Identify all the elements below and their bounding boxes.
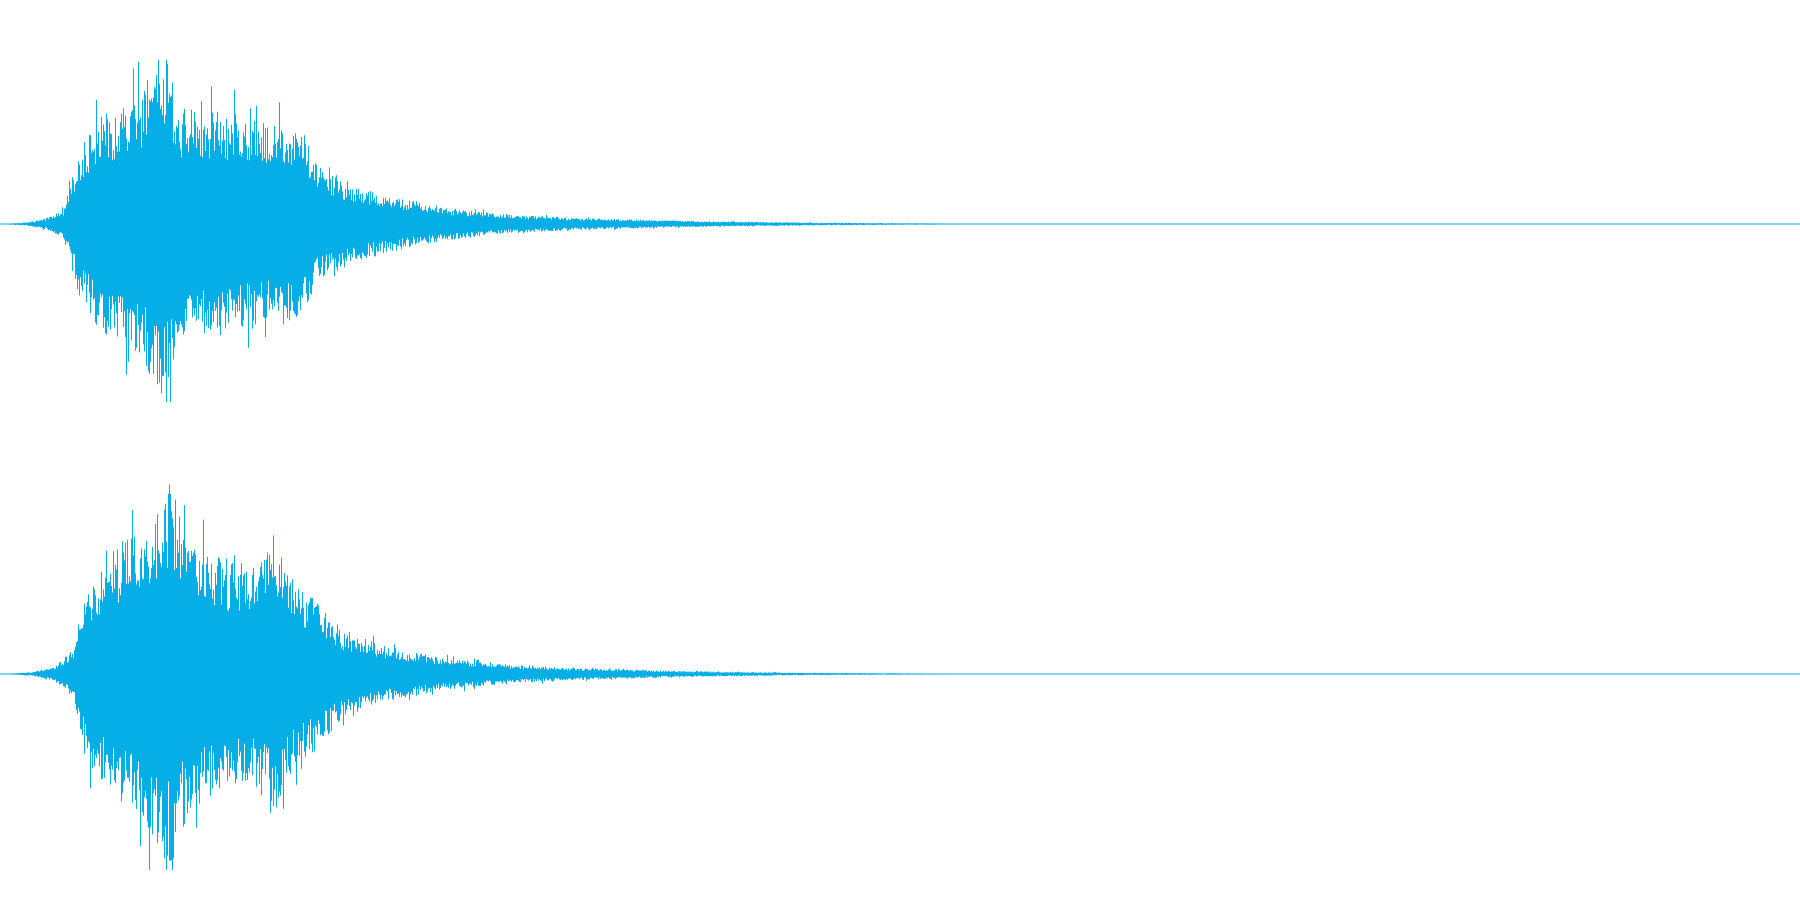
waveform-channel-right: [0, 484, 1800, 870]
waveform-channel-left: [0, 59, 1800, 402]
channel-left-waveform: [2, 59, 1598, 402]
channel-right-waveform: [2, 484, 1593, 870]
